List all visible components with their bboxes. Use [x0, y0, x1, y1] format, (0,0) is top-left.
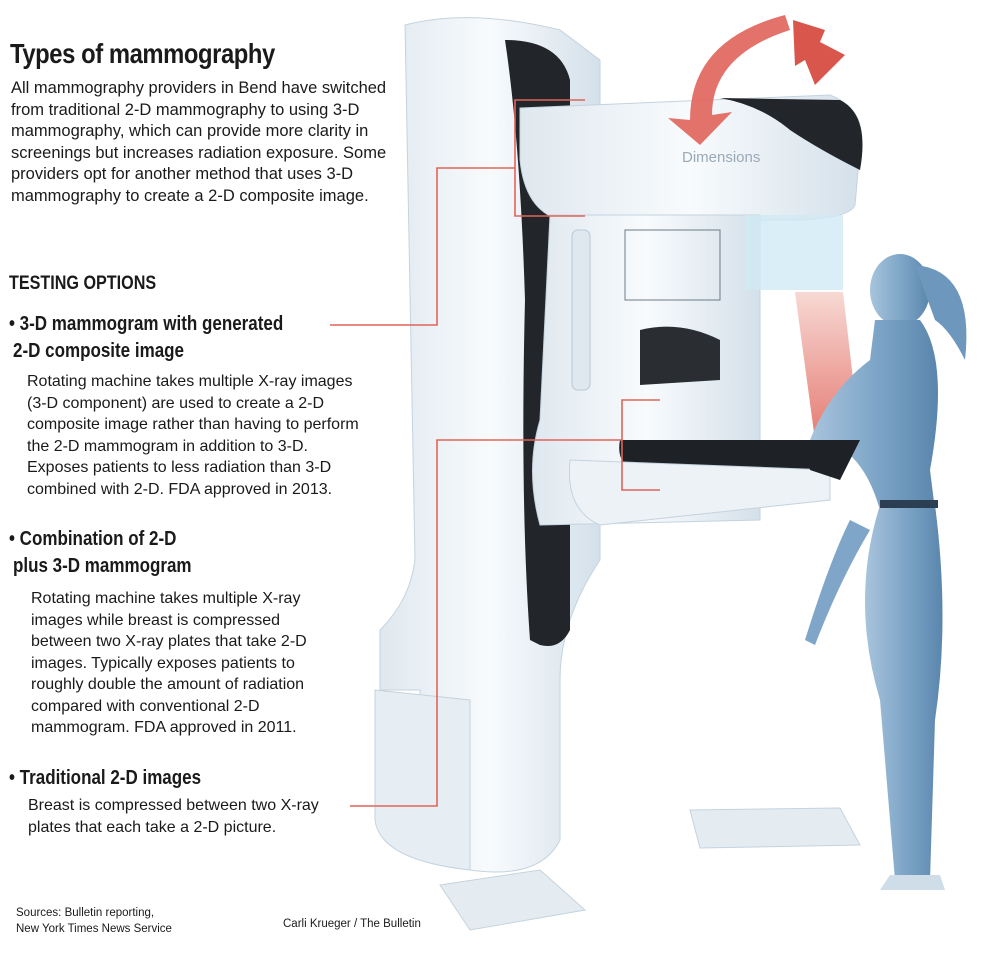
option-traditional: • Traditional 2-D images Breast is compr… — [9, 765, 338, 838]
option-combination: • Combination of 2-D plus 3-D mammogram … — [9, 526, 331, 739]
option-body: Rotating machine takes multiple X-ray im… — [31, 590, 307, 736]
leader-lines — [330, 99, 660, 807]
page-title: Types of mammography — [10, 38, 275, 69]
sources: Sources: Bulletin reporting, New York Ti… — [16, 905, 172, 937]
machine-tower — [374, 17, 601, 873]
option-heading: plus 3-D mammogram — [13, 555, 192, 577]
foot-pedal — [689, 807, 861, 849]
option-body: Rotating machine takes multiple X-ray im… — [27, 373, 359, 498]
patient-figure — [805, 254, 967, 890]
option-heading: • Traditional 2-D images — [9, 767, 202, 789]
machine-head: Dimensions — [519, 94, 863, 526]
option-heading: • 3-D mammogram with generated — [9, 313, 284, 335]
rotation-arrow-icon — [668, 15, 790, 145]
section-heading: TESTING OPTIONS — [9, 273, 157, 294]
sources-line: New York Times News Service — [16, 923, 172, 935]
intro-text: All mammography providers in Bend have s… — [11, 79, 387, 205]
option-3d-composite: • 3-D mammogram with generated 2-D compo… — [9, 311, 372, 500]
credit: Carli Krueger / The Bulletin — [283, 918, 421, 930]
option-heading: 2-D composite image — [13, 340, 184, 362]
machine-logo: Dimensions — [682, 149, 760, 166]
option-heading: • Combination of 2-D — [9, 528, 177, 550]
rotation-arrow-small-icon — [793, 20, 845, 85]
option-body: Breast is compressed between two X-ray p… — [28, 797, 319, 836]
sources-line: Sources: Bulletin reporting, — [16, 907, 155, 919]
foot-pedal — [439, 869, 587, 931]
